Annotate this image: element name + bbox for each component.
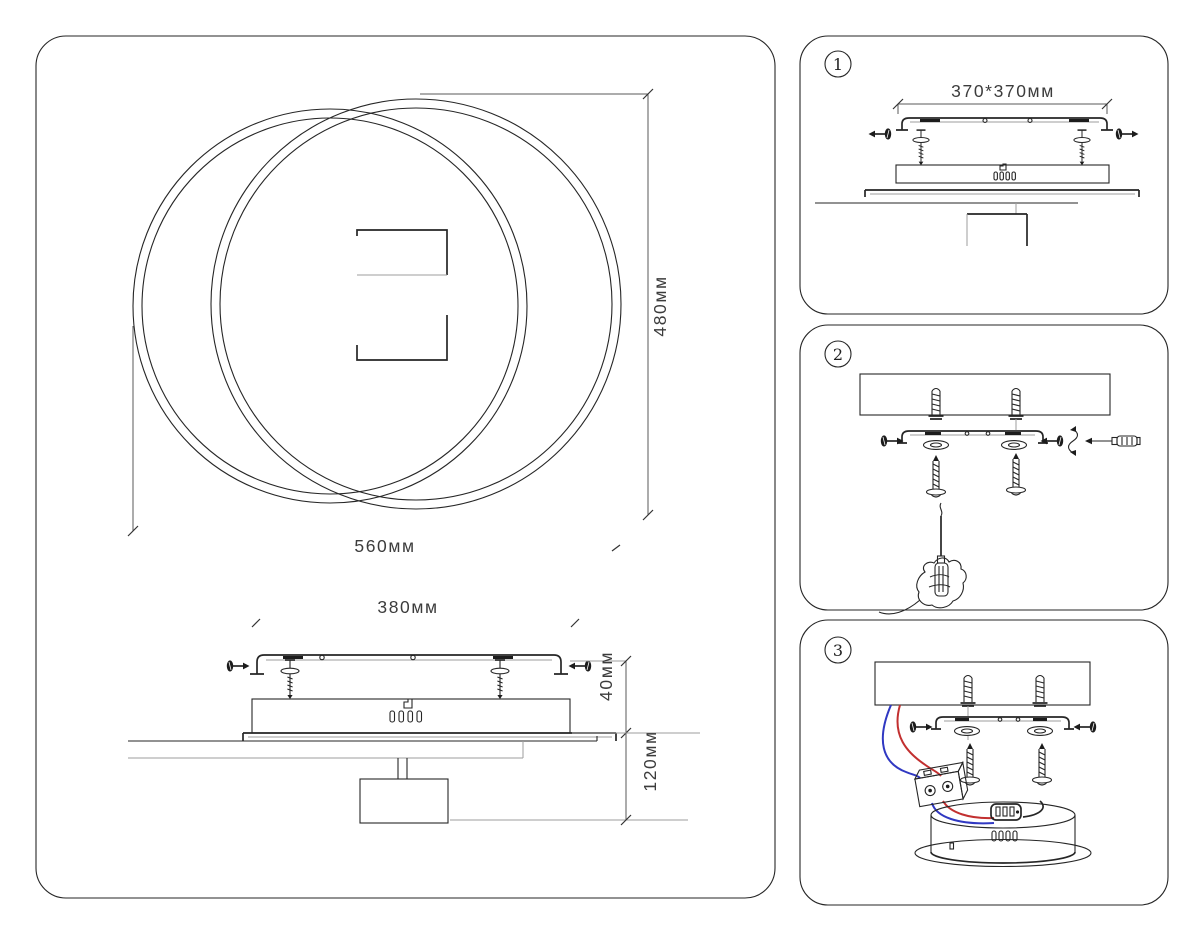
dimension-label-370: 370*370мм: [951, 81, 1055, 101]
step1-border: [799, 35, 1169, 315]
right-ring-inner: [219, 107, 613, 501]
dimension-label-120: 120мм: [640, 730, 660, 791]
step3-number: 3: [833, 641, 843, 660]
dimension-label-380: 380мм: [377, 597, 438, 617]
step1-number: 1: [833, 55, 843, 74]
supply-wires: [881, 704, 995, 825]
hanging-screw-icon: [280, 659, 300, 700]
terminal-block-icon: [913, 760, 969, 808]
rotation-arrow-icon: [1067, 426, 1079, 456]
wire-red: [942, 800, 995, 820]
top-view-drawing: 480мм 560мм: [127, 88, 670, 556]
wire-blue: [931, 802, 995, 825]
wall-anchor-icon: [1007, 387, 1025, 420]
dimension-bracket-height-40: 40мм: [570, 651, 632, 739]
step1-panel: 1 370*370мм: [799, 35, 1169, 315]
keyhole-slot-icon: [953, 726, 981, 736]
ceiling-slab: [859, 373, 1111, 416]
lamp-base: [914, 800, 1092, 868]
step2-badge: 2: [824, 340, 852, 368]
step1-badge: 1: [824, 50, 852, 78]
left-ring-inner: [141, 117, 519, 495]
bracket-hole: [410, 654, 416, 661]
dimension-label-40: 40мм: [596, 651, 616, 701]
wire-red: [896, 704, 942, 777]
hanging-screw-icon: [490, 659, 510, 700]
side-screw-icon: [567, 659, 593, 673]
dimension-width-560: 560мм: [127, 326, 621, 556]
vent-slots-icon: [389, 710, 423, 723]
mounting-plate-top-view: [356, 229, 448, 361]
bracket-slot: [283, 656, 303, 659]
hand-with-screwdriver-icon: [878, 502, 967, 615]
lamp-ring-side: [128, 732, 617, 759]
step1-lamp-body: [815, 163, 1140, 246]
lamp-canopy: [251, 698, 571, 734]
step3-bracket: [931, 716, 1074, 730]
side-screw-icon: [1072, 720, 1098, 734]
dimension-body-height-120: 120мм: [450, 730, 700, 826]
keyhole-slot-icon: [1026, 726, 1054, 736]
screwdriver-icon: [1085, 435, 1141, 447]
side-screw-icon: [908, 720, 934, 734]
side-screw-icon: [1114, 127, 1140, 141]
mounting-screw-icon: [1031, 742, 1053, 786]
step3-border: [799, 619, 1169, 906]
keyhole-slot-icon: [1000, 440, 1028, 450]
dimension-label-480: 480мм: [650, 275, 670, 336]
driver-box: [359, 758, 449, 824]
dimension-height-480: 480мм: [420, 88, 670, 521]
hanging-screw-icon: [912, 129, 930, 166]
cable-clamp-icon: [999, 163, 1007, 171]
wall-anchor-icon: [959, 674, 977, 707]
right-ring-outer: [210, 98, 622, 510]
wall-anchor-icon: [1031, 674, 1049, 707]
side-screw-icon: [879, 434, 905, 448]
cable-clamp-icon: [403, 698, 413, 709]
main-panel: 480мм 560мм 380мм: [35, 35, 776, 899]
mounting-screw-icon: [1005, 452, 1027, 496]
keyhole-slot-icon: [922, 440, 950, 450]
side-screw-icon: [867, 127, 893, 141]
vent-slots-icon: [991, 830, 1018, 842]
main-panel-border: [35, 35, 776, 899]
dimension-width-380: 380мм: [251, 597, 580, 628]
step2-bracket: [897, 430, 1048, 444]
bracket-hole: [319, 654, 325, 661]
mounting-bracket: [250, 654, 568, 675]
vent-slots-icon: [993, 171, 1016, 181]
step1-bracket: [896, 117, 1113, 131]
hanging-screw-icon: [1073, 129, 1091, 166]
base-connector-icon: [990, 800, 1044, 821]
step2-number: 2: [833, 345, 843, 364]
dimension-label-560: 560мм: [354, 536, 415, 556]
ceiling-slab: [874, 661, 1091, 706]
step3-badge: 3: [824, 636, 852, 664]
wall-anchor-icon: [927, 387, 945, 420]
step2-panel: 2: [799, 324, 1169, 615]
base-clip-icon: [949, 842, 955, 850]
mounting-screw-icon: [925, 454, 947, 498]
left-ring-outer: [132, 108, 528, 504]
dimension-370x370: 370*370мм: [892, 81, 1113, 114]
side-view-drawing: 380мм: [128, 597, 700, 826]
side-screw-icon: [225, 659, 251, 673]
bracket-slot: [493, 656, 513, 659]
side-screw-icon: [1039, 434, 1065, 448]
step3-panel: 3: [799, 619, 1169, 906]
step2-border: [799, 324, 1169, 611]
